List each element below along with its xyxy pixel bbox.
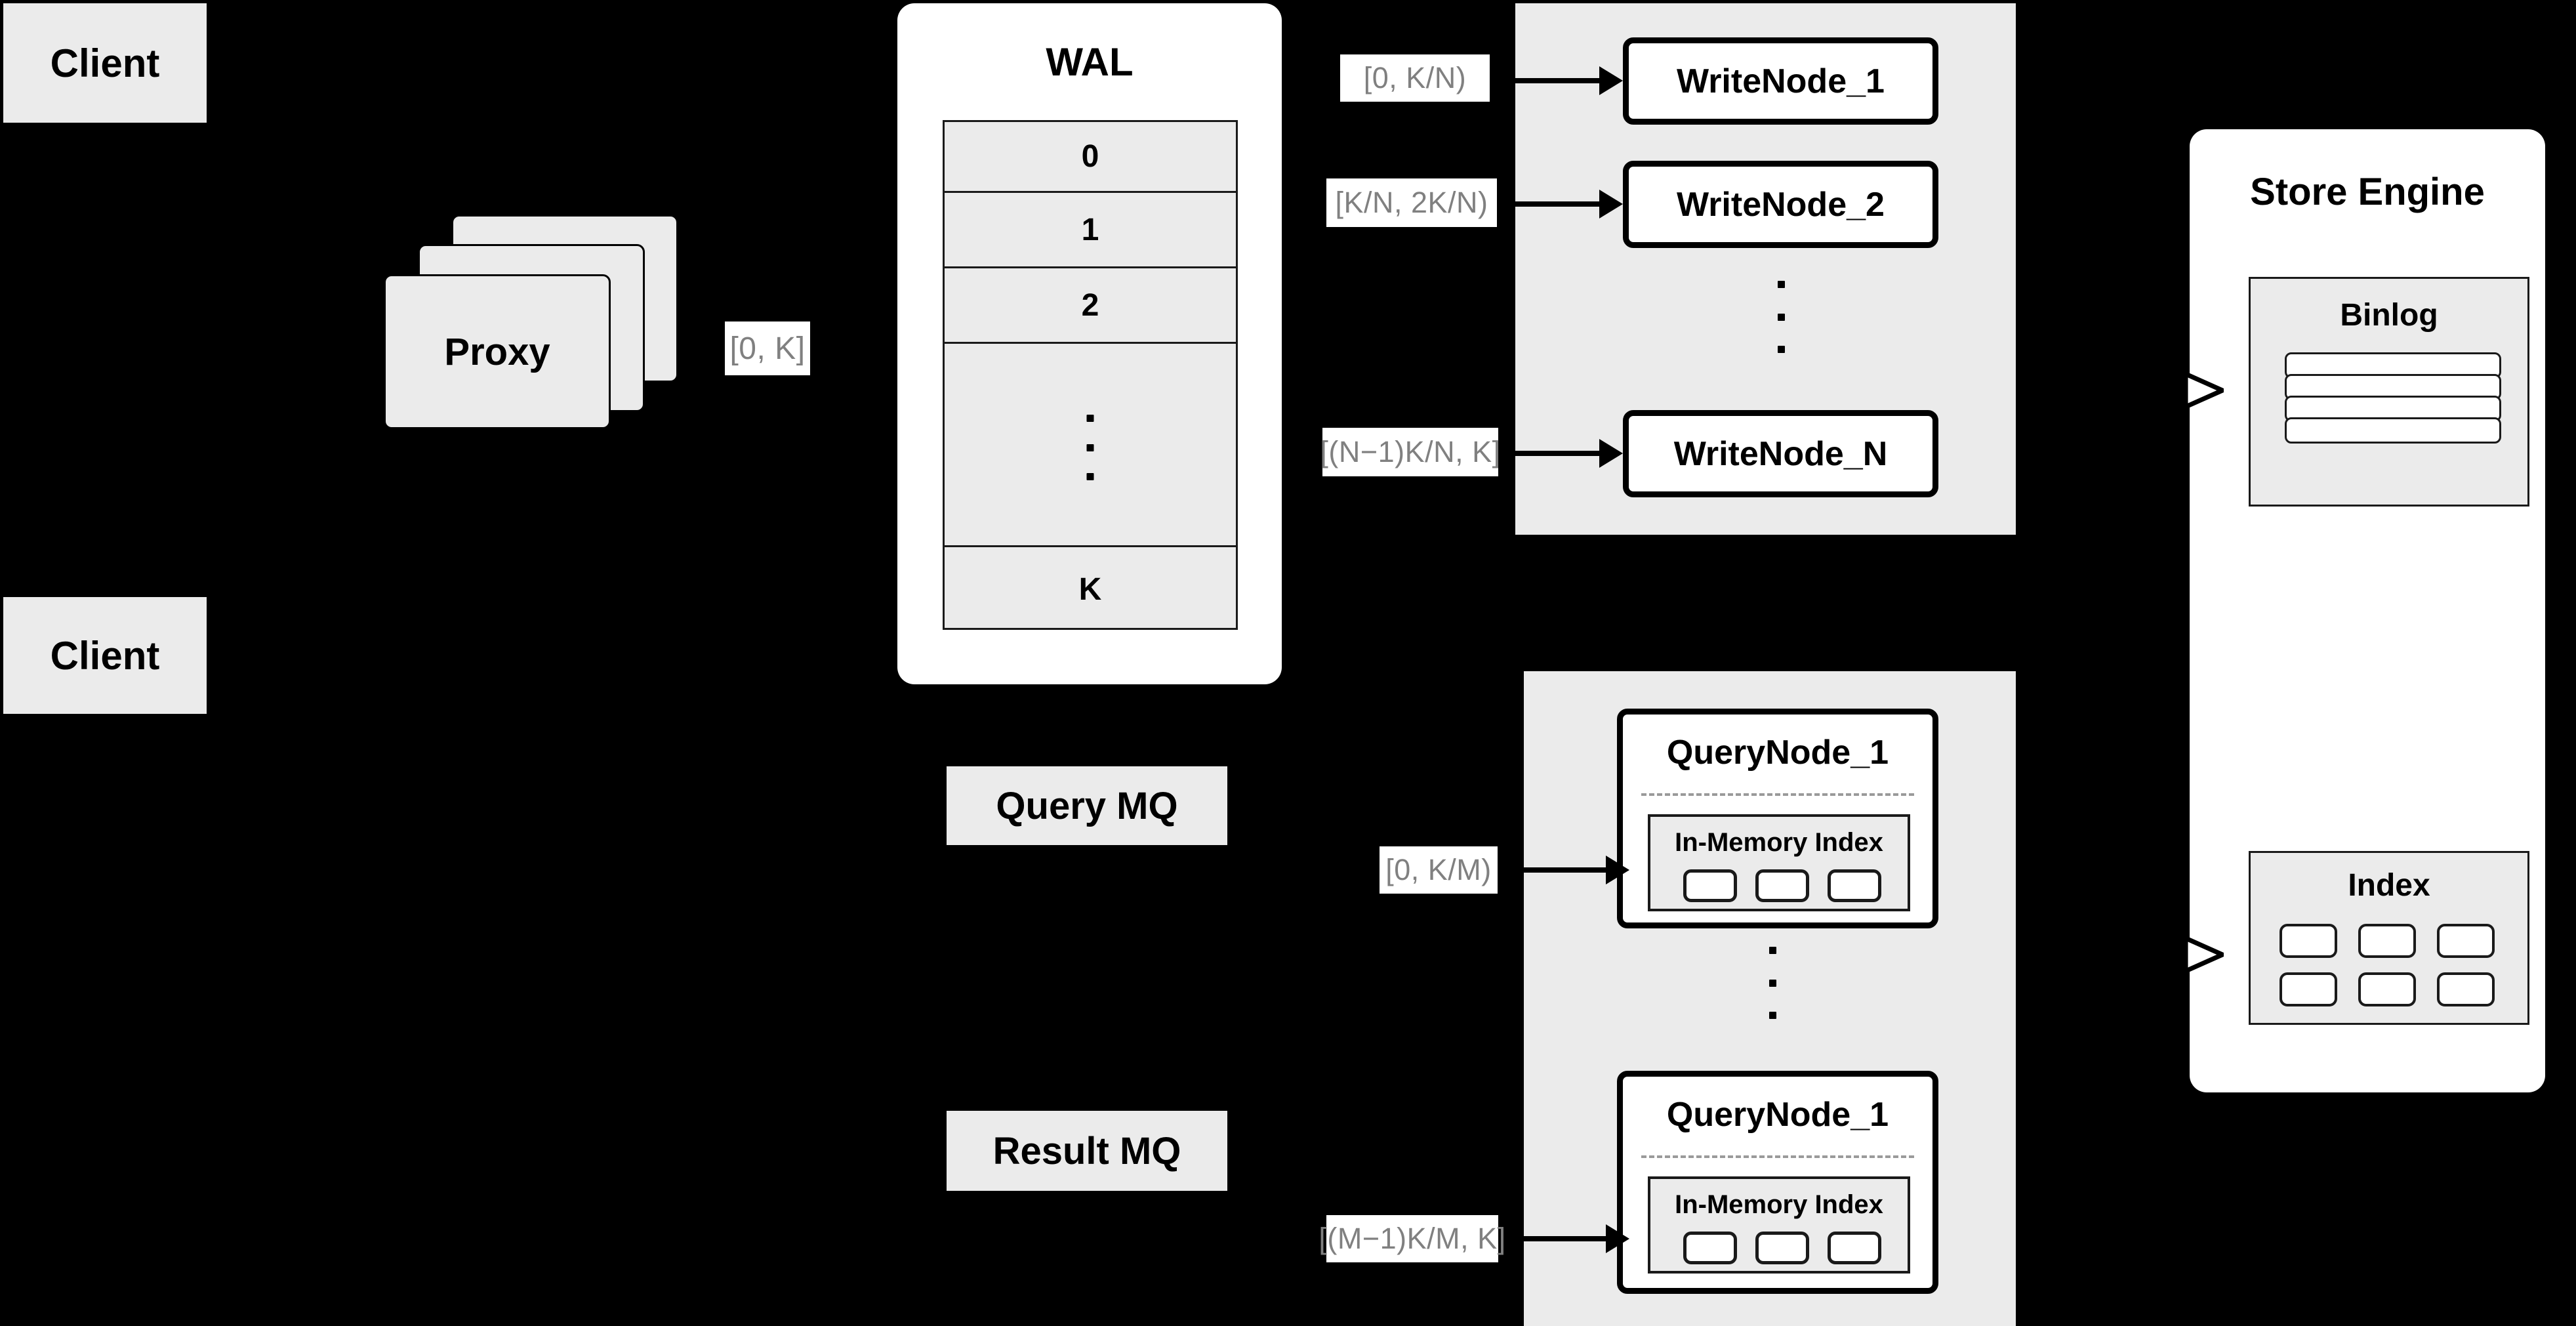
edge-label-proxy-to-wal: [0, K] xyxy=(725,321,810,375)
query-node-divider xyxy=(1641,1155,1914,1158)
write-node-n[interactable]: WriteNode_N xyxy=(1623,410,1938,497)
index-cell[interactable] xyxy=(2280,924,2337,958)
edge-label-write-node-n: [(N−1)K/N, K] xyxy=(1320,428,1500,476)
arrow-head-write-2 xyxy=(1599,190,1623,218)
edge-label-write-node-1: [0, K/N) xyxy=(1340,54,1490,102)
query-node-label: QueryNode_1 xyxy=(1666,1096,1889,1134)
wal-row[interactable]: 1 xyxy=(945,193,1236,268)
in-memory-index-box: In-Memory Index xyxy=(1648,814,1910,911)
result-mq-box[interactable]: Result MQ xyxy=(947,1111,1227,1191)
index-cell[interactable] xyxy=(2358,924,2416,958)
arrow-line-write-1 xyxy=(1510,78,1602,83)
binlog-bar[interactable] xyxy=(2285,417,2501,444)
in-memory-index-cell[interactable] xyxy=(1755,869,1809,902)
in-memory-index-cell[interactable] xyxy=(1828,869,1881,902)
write-node-label: WriteNode_N xyxy=(1673,434,1888,473)
wal-table: 0 1 2 K xyxy=(943,120,1238,630)
binlog-title: Binlog xyxy=(2340,298,2438,333)
wal-panel: WAL 0 1 2 K xyxy=(897,3,1282,684)
arrow-line-write-n xyxy=(1510,451,1602,456)
client-label: Client xyxy=(50,41,160,85)
query-mq-label: Query MQ xyxy=(996,784,1178,827)
wal-row[interactable]: 2 xyxy=(945,268,1236,344)
wal-row[interactable]: K xyxy=(1078,572,1102,607)
proxy-card-front[interactable]: Proxy xyxy=(384,274,611,429)
arrow-line-write-2 xyxy=(1510,201,1602,207)
arrow-head-hollow-index-icon xyxy=(2184,936,2224,974)
in-memory-index-cell[interactable] xyxy=(1683,1232,1737,1264)
proxy-label: Proxy xyxy=(444,330,550,373)
wal-vertical-ellipsis xyxy=(1086,415,1094,480)
result-mq-label: Result MQ xyxy=(992,1129,1181,1172)
edge-label-query-node-m: [(M−1)K/M, K] xyxy=(1319,1215,1505,1262)
edge-label-query-node-1: [0, K/M) xyxy=(1380,846,1498,894)
wal-row[interactable]: 0 xyxy=(945,122,1236,193)
client-box-bottom[interactable]: Client xyxy=(3,597,207,714)
edge-label-write-node-2: [K/N, 2K/N) xyxy=(1326,178,1497,227)
arrow-head-query-m xyxy=(1606,1224,1629,1253)
wal-title: WAL xyxy=(1046,40,1134,84)
in-memory-index-box: In-Memory Index xyxy=(1648,1176,1910,1274)
arrow-line-query-1 xyxy=(1517,867,1608,873)
arrow-line-query-m xyxy=(1517,1236,1608,1241)
index-cell[interactable] xyxy=(2358,972,2416,1006)
in-memory-index-title: In-Memory Index xyxy=(1675,828,1883,857)
query-node-1[interactable]: QueryNode_1 In-Memory Index xyxy=(1617,709,1938,928)
index-cell[interactable] xyxy=(2437,972,2495,1006)
arrow-line-to-index xyxy=(2159,952,2199,956)
write-node-2[interactable]: WriteNode_2 xyxy=(1623,161,1938,248)
arrow-line-to-binlog xyxy=(2159,388,2199,392)
query-node-m[interactable]: QueryNode_1 In-Memory Index xyxy=(1617,1071,1938,1294)
arrow-head-hollow-binlog-icon xyxy=(2184,371,2224,409)
client-box-top[interactable]: Client xyxy=(3,3,207,123)
in-memory-index-title: In-Memory Index xyxy=(1675,1190,1883,1219)
binlog-box: Binlog xyxy=(2249,277,2529,507)
index-cell[interactable] xyxy=(2437,924,2495,958)
write-node-label: WriteNode_1 xyxy=(1677,62,1885,100)
store-engine-panel: Store Engine Binlog Index xyxy=(2190,129,2545,1092)
arrow-head-query-1 xyxy=(1606,856,1629,884)
arrow-head-write-1 xyxy=(1599,66,1623,95)
index-box: Index xyxy=(2249,851,2529,1025)
index-cell[interactable] xyxy=(2280,972,2337,1006)
in-memory-index-cell[interactable] xyxy=(1755,1232,1809,1264)
arrow-head-write-n xyxy=(1599,439,1623,468)
query-cluster-vertical-ellipsis xyxy=(1768,947,1777,1019)
write-cluster-vertical-ellipsis xyxy=(1776,281,1786,353)
index-title: Index xyxy=(2348,868,2430,903)
in-memory-index-cell[interactable] xyxy=(1683,869,1737,902)
wal-row-ellipsis xyxy=(945,344,1236,547)
query-node-divider xyxy=(1641,793,1914,796)
write-node-label: WriteNode_2 xyxy=(1677,185,1885,224)
in-memory-index-cell[interactable] xyxy=(1828,1232,1881,1264)
write-node-1[interactable]: WriteNode_1 xyxy=(1623,37,1938,125)
query-node-label: QueryNode_1 xyxy=(1666,734,1889,772)
query-mq-box[interactable]: Query MQ xyxy=(947,766,1227,845)
store-engine-title: Store Engine xyxy=(2250,171,2485,213)
client-label: Client xyxy=(50,633,160,678)
